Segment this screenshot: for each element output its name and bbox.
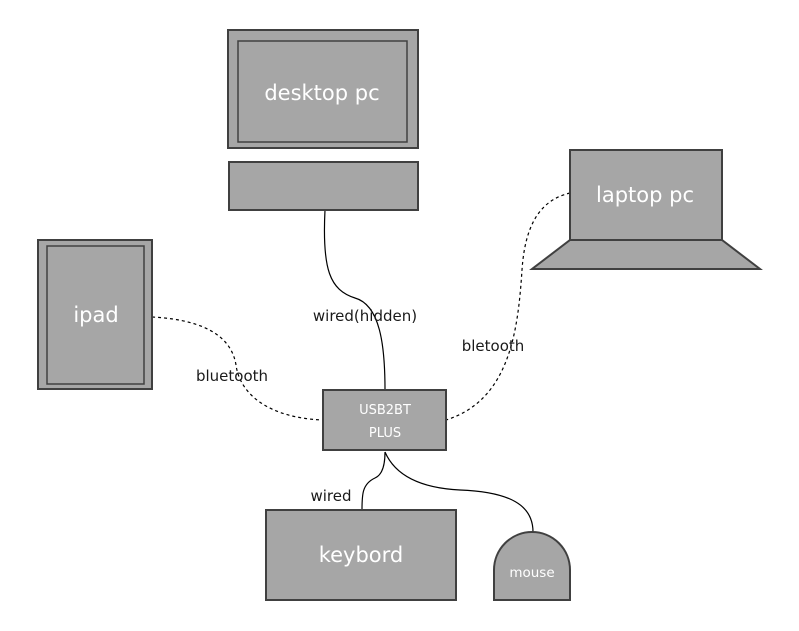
hub-label-line1: USB2BT — [359, 403, 411, 418]
edge-label-hub-keyboard: wired — [310, 487, 351, 505]
hub-label-line2: PLUS — [369, 426, 401, 441]
edge-desktop-to-hub — [323, 209, 386, 391]
keyboard-label: keybord — [319, 543, 404, 567]
edge-laptop-to-hub — [445, 192, 571, 421]
laptop-pc-node: laptop pc — [529, 149, 763, 270]
edge-label-laptop-hub: bletooth — [462, 337, 525, 355]
mouse-node: mouse — [493, 531, 571, 601]
mouse-shape — [493, 531, 571, 601]
edge-hub-to-keyboard — [361, 451, 386, 511]
ipad-screen — [46, 245, 145, 385]
desktop-pc-node: desktop pc — [227, 29, 419, 211]
hub-box — [322, 389, 447, 451]
ipad-label: ipad — [73, 303, 118, 327]
edge-ipad-to-hub — [151, 316, 324, 421]
edge-label-desktop-hub: wired(hidden) — [313, 307, 417, 325]
keyboard-node: keybord — [265, 509, 457, 601]
laptop-pc-label: laptop pc — [596, 183, 694, 207]
hub-node: USB2BT PLUS — [322, 389, 447, 451]
keyboard-box — [265, 509, 457, 601]
desktop-screen — [237, 40, 408, 143]
mouse-label: mouse — [509, 565, 554, 581]
laptop-keyboard-base — [529, 239, 763, 270]
ipad-node: ipad — [37, 239, 153, 390]
edge-label-ipad-hub: bluetooth — [196, 367, 268, 385]
desktop-base-unit — [228, 161, 419, 211]
laptop-screen — [569, 149, 723, 241]
edge-hub-to-mouse — [384, 451, 534, 533]
desktop-pc-label: desktop pc — [264, 81, 379, 105]
